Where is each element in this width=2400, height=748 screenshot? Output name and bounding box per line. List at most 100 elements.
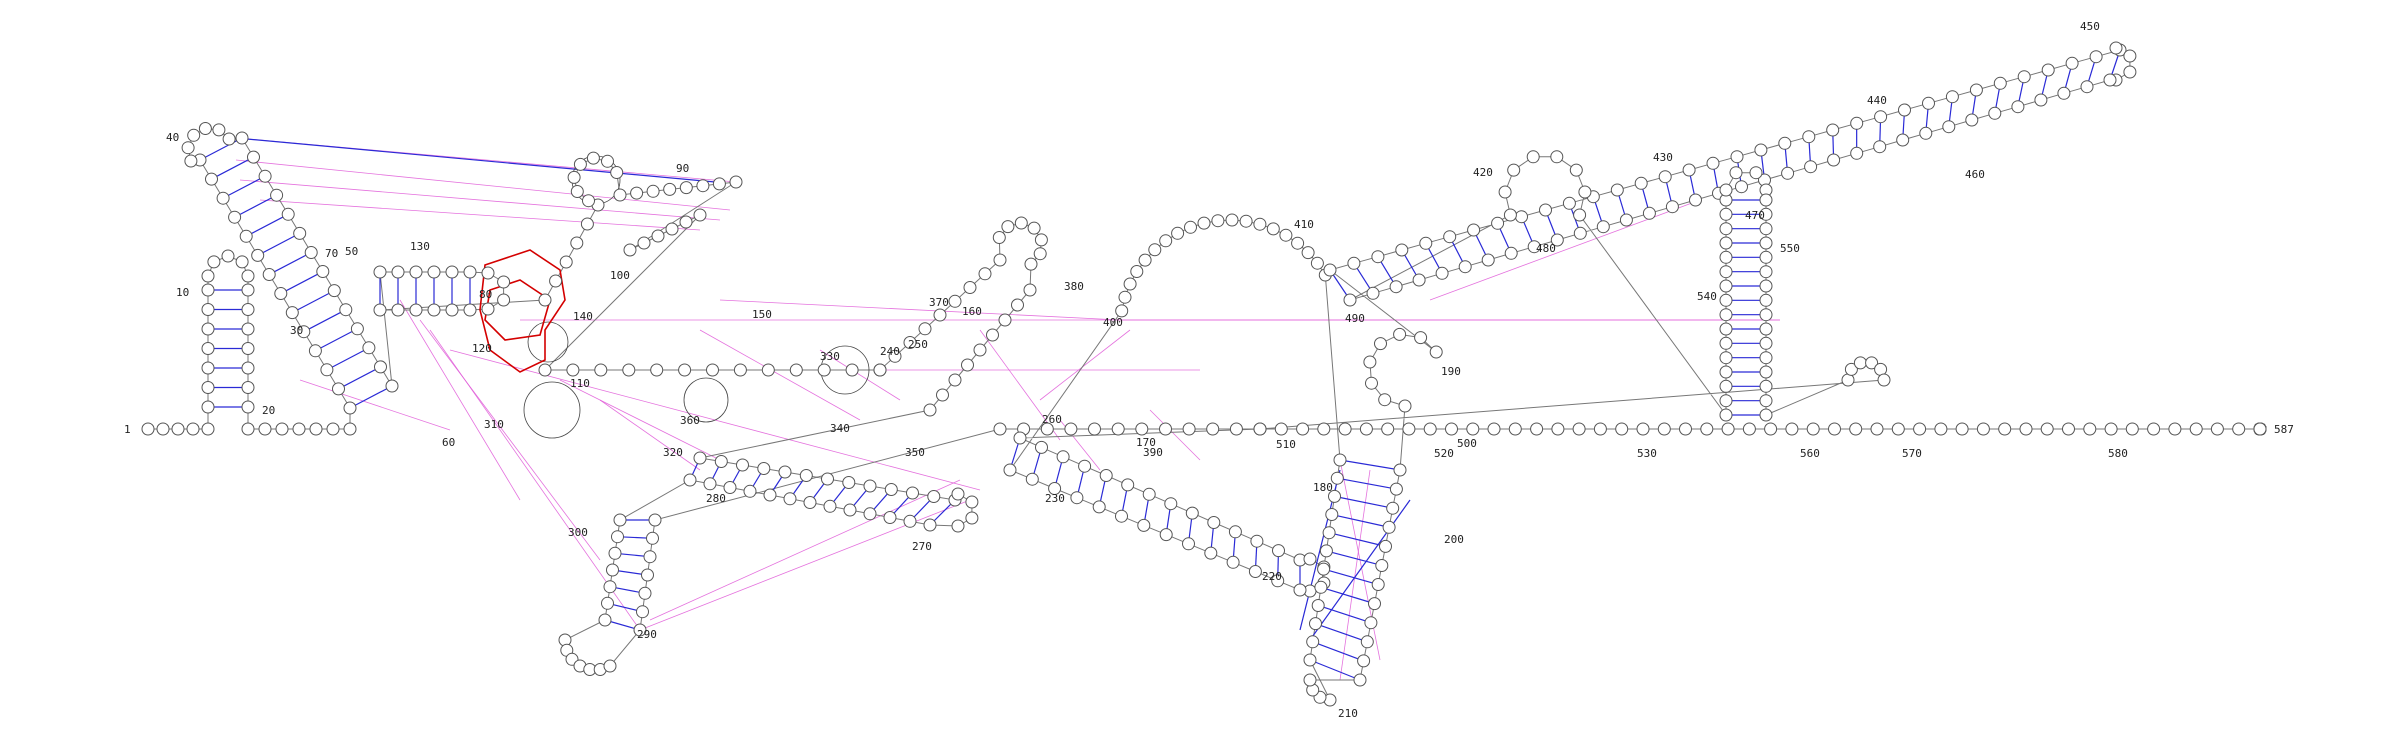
nucleotide <box>1317 562 1331 576</box>
nucleotide <box>817 363 831 377</box>
position-label: 587 <box>2274 423 2294 436</box>
nucleotide <box>1374 337 1387 351</box>
nucleotide <box>927 490 941 503</box>
nucleotide <box>1689 193 1702 207</box>
nucleotide <box>1266 222 1280 236</box>
pseudoknot-link <box>559 379 721 461</box>
nucleotide <box>1850 116 1864 130</box>
nucleotide <box>1759 336 1773 350</box>
nucleotide <box>1099 469 1113 482</box>
base-pair <box>1315 623 1368 643</box>
position-label: 240 <box>880 345 900 358</box>
nucleotide <box>228 210 242 224</box>
nucleotide <box>1360 635 1374 649</box>
nucleotide <box>1306 635 1320 649</box>
nucleotide <box>2062 422 2075 436</box>
nucleotide <box>1309 617 1322 631</box>
nucleotide <box>235 131 249 145</box>
nucleotide <box>1759 365 1773 379</box>
nucleotide <box>1366 286 1380 300</box>
nucleotide <box>427 303 441 317</box>
position-label: 480 <box>1536 242 1556 255</box>
nucleotide <box>608 546 622 560</box>
nucleotide <box>1573 226 1587 240</box>
nucleotide <box>1248 565 1262 578</box>
nucleotide <box>567 170 581 184</box>
nucleotide <box>2109 41 2123 55</box>
nucleotide <box>187 128 201 142</box>
position-label: 350 <box>905 446 925 459</box>
nucleotide <box>1381 422 1395 436</box>
base-pair <box>234 194 277 218</box>
nucleotide <box>1182 537 1195 551</box>
nucleotide <box>1874 110 1888 124</box>
position-label: 260 <box>1042 413 1062 426</box>
nucleotide <box>1466 422 1480 436</box>
base-pair <box>338 366 381 390</box>
nucleotide <box>918 322 932 336</box>
nucleotide <box>1759 222 1773 236</box>
nucleotide <box>326 422 340 436</box>
nucleotide <box>729 175 743 189</box>
nucleotide <box>598 613 612 627</box>
nucleotide <box>663 182 677 196</box>
nucleotide <box>320 363 334 377</box>
nucleotide <box>986 328 999 342</box>
nucleotide <box>566 363 580 377</box>
nucleotide <box>1225 213 1239 227</box>
nucleotide <box>903 336 917 349</box>
nucleotide <box>1898 103 1911 117</box>
base-pair <box>245 213 289 237</box>
nucleotide <box>1467 223 1481 237</box>
nucleotide <box>678 363 692 377</box>
position-label: 540 <box>1697 290 1717 303</box>
nucleotide <box>665 222 679 236</box>
nucleotide <box>409 265 423 279</box>
nucleotide <box>316 265 330 278</box>
nucleotide <box>2034 93 2048 107</box>
nucleotide <box>783 492 797 506</box>
nucleotide <box>201 342 215 355</box>
nucleotide <box>1014 216 1028 230</box>
nucleotide <box>235 255 249 269</box>
nucleotide <box>573 157 587 171</box>
nucleotide <box>1429 345 1443 359</box>
pseudoknot-link <box>649 479 961 621</box>
position-label: 420 <box>1473 166 1493 179</box>
nucleotide <box>1491 216 1505 230</box>
nucleotide <box>743 484 757 498</box>
nucleotide <box>1593 422 1607 436</box>
nucleotide <box>1853 356 1867 370</box>
nucleotide <box>2019 422 2033 436</box>
nucleotide <box>1942 120 1956 134</box>
position-label: 380 <box>1064 280 1084 293</box>
position-label: 200 <box>1444 533 1464 546</box>
nucleotide <box>1398 399 1412 413</box>
position-label: 1 <box>124 423 131 436</box>
nucleotide <box>1365 376 1378 390</box>
nucleotide <box>1435 266 1449 280</box>
nucleotide <box>1359 422 1373 436</box>
nucleotide <box>481 302 495 316</box>
position-label: 570 <box>1902 447 1922 460</box>
nucleotide <box>1182 422 1196 436</box>
position-label: 400 <box>1103 316 1123 329</box>
pseudoknot-link <box>819 349 901 401</box>
nucleotide <box>1719 207 1733 221</box>
nucleotide <box>1142 487 1156 501</box>
nucleotide <box>1759 279 1773 293</box>
nucleotide <box>1719 351 1733 365</box>
nucleotide <box>622 363 636 377</box>
nucleotide <box>1636 422 1650 436</box>
nucleotide <box>651 229 665 243</box>
nucleotide <box>1759 236 1773 250</box>
nucleotide <box>1228 525 1242 539</box>
position-label: 230 <box>1045 492 1065 505</box>
pseudoknot-link <box>1149 409 1201 461</box>
nucleotide <box>373 303 387 317</box>
nucleotide <box>1389 482 1403 496</box>
nucleotide <box>1572 422 1586 436</box>
nucleotide <box>1137 518 1151 532</box>
nucleotide <box>903 514 917 528</box>
nucleotide <box>1550 150 1564 164</box>
